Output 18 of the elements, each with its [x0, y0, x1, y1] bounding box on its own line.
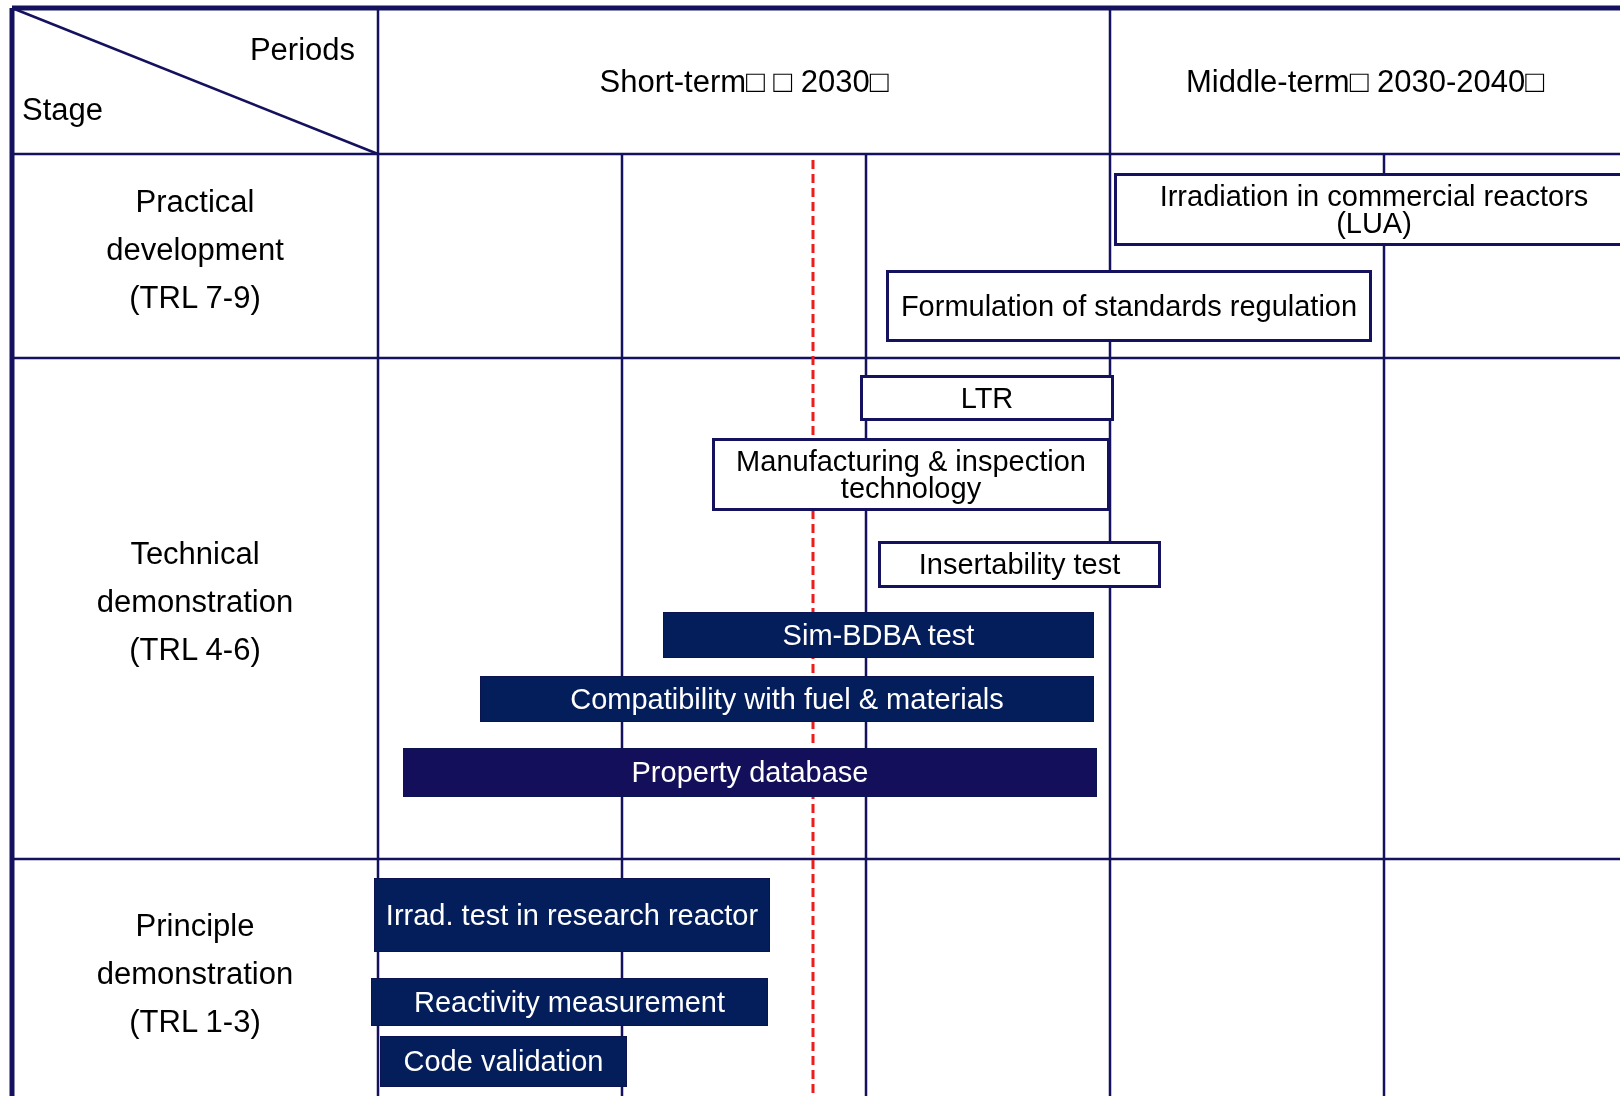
task-bar: Reactivity measurement — [371, 978, 768, 1026]
task-bar: Insertability test — [878, 541, 1161, 588]
period-header: Short-term□ □ 2030□ — [598, 63, 890, 101]
task-bar: LTR — [860, 375, 1114, 421]
task-bar: Irradiation in commercial reactors (LUA) — [1114, 173, 1620, 246]
column-header: Periods — [248, 31, 355, 69]
stage-label: Practical development (TRL 7-9) — [105, 183, 285, 318]
task-bar: Property database — [403, 748, 1097, 797]
task-bar: Code validation — [380, 1036, 627, 1087]
period-header: Middle-term□ 2030-2040□ — [1185, 63, 1545, 101]
stage-label: Principle demonstration (TRL 1-3) — [95, 907, 295, 1042]
task-bar: Compatibility with fuel & materials — [480, 676, 1094, 722]
row-header: Stage — [22, 91, 104, 129]
stage-label: Technical demonstration (TRL 4-6) — [95, 535, 295, 670]
task-bar: Sim-BDBA test — [663, 612, 1094, 658]
task-bar: Formulation of standards regulation — [886, 270, 1372, 342]
task-bar: Irrad. test in research reactor — [374, 878, 770, 952]
task-bar: Manufacturing & inspection technology — [712, 438, 1110, 511]
